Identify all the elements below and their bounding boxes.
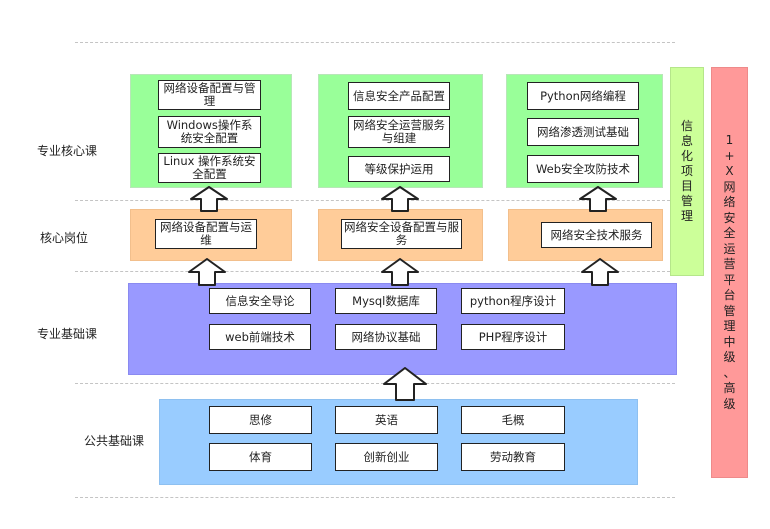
side-char: 1 [725, 133, 734, 147]
course-innovation: 创新创业 [335, 443, 438, 471]
side-char: + [724, 148, 735, 163]
course-graded-protection: 等级保护运用 [348, 156, 450, 182]
side-char: 理 [680, 209, 693, 223]
course-web-security: Web安全攻防技术 [527, 155, 639, 183]
side-char: 息 [680, 134, 693, 148]
side-char: X [725, 164, 734, 178]
side-char: 中 [723, 334, 736, 349]
course-network-protocol: 网络协议基础 [335, 324, 437, 350]
side-char: 项 [680, 164, 693, 178]
separator-line [75, 200, 670, 201]
separator-line [75, 383, 675, 384]
course-ideology: 思修 [209, 406, 312, 434]
course-maogai: 毛概 [461, 406, 565, 434]
course-english: 英语 [335, 406, 438, 434]
side-char: 全 [723, 226, 736, 240]
up-arrow-icon [381, 258, 419, 286]
side-char: 理 [723, 319, 736, 333]
side-char: 级 [723, 350, 736, 364]
separator-line [75, 42, 675, 43]
course-security-operations: 网络安全运营服务与组建 [348, 116, 450, 148]
row-label-core-positions: 核心岗位 [40, 231, 89, 245]
side-char: 目 [680, 179, 693, 193]
course-pe: 体育 [209, 443, 312, 471]
separator-line [75, 497, 675, 498]
side-char: 级 [723, 396, 736, 411]
course-security-product-config: 信息安全产品配置 [348, 82, 450, 110]
up-arrow-icon [188, 258, 226, 286]
side-char: 络 [723, 195, 736, 209]
course-web-frontend: web前端技术 [209, 324, 311, 350]
position-security-tech-service: 网络安全技术服务 [541, 222, 652, 248]
side-panel-1x-certificate: 1 + X 网 络 安 全 运 营 平 台 管 理 中 级 、 高 级 [711, 67, 748, 478]
row-label-public-courses: 公共基础课 [84, 434, 145, 448]
side-char: 、 [723, 365, 736, 380]
side-char: 网 [723, 179, 736, 194]
side-char: 信 [680, 119, 693, 133]
side-char: 台 [723, 288, 736, 302]
course-python-network: Python网络编程 [527, 82, 639, 110]
side-char: 管 [680, 194, 693, 208]
up-arrow-icon [579, 186, 617, 212]
course-windows-security: Windows操作系统安全配置 [158, 116, 261, 148]
side-char: 化 [680, 149, 693, 163]
side-char: 平 [723, 272, 736, 287]
side-char: 营 [723, 257, 736, 271]
course-network-device-config: 网络设备配置与管理 [158, 80, 261, 110]
row-label-foundation-courses: 专业基础课 [37, 327, 98, 341]
side-panel-it-project-management: 信 息 化 项 目 管 理 [670, 67, 704, 276]
course-mysql: Mysql数据库 [335, 288, 437, 314]
up-arrow-icon [581, 258, 619, 286]
up-arrow-icon [381, 186, 419, 212]
position-security-device-service: 网络安全设备配置与服务 [341, 219, 462, 249]
course-php: PHP程序设计 [461, 324, 565, 350]
side-char: 管 [723, 303, 736, 318]
up-arrow-icon [383, 367, 427, 401]
course-python: python程序设计 [461, 288, 565, 314]
course-linux-security: Linux 操作系统安全配置 [158, 153, 261, 183]
row-label-core-courses: 专业核心课 [37, 144, 98, 158]
side-char: 安 [723, 210, 736, 225]
position-device-ops: 网络设备配置与运维 [155, 219, 257, 249]
up-arrow-icon [190, 186, 228, 212]
course-security-intro: 信息安全导论 [209, 288, 311, 314]
side-char: 高 [723, 381, 736, 395]
course-penetration-testing: 网络渗透测试基础 [527, 118, 639, 146]
course-labor: 劳动教育 [461, 443, 565, 471]
separator-line [75, 271, 670, 272]
side-char: 运 [723, 241, 736, 256]
